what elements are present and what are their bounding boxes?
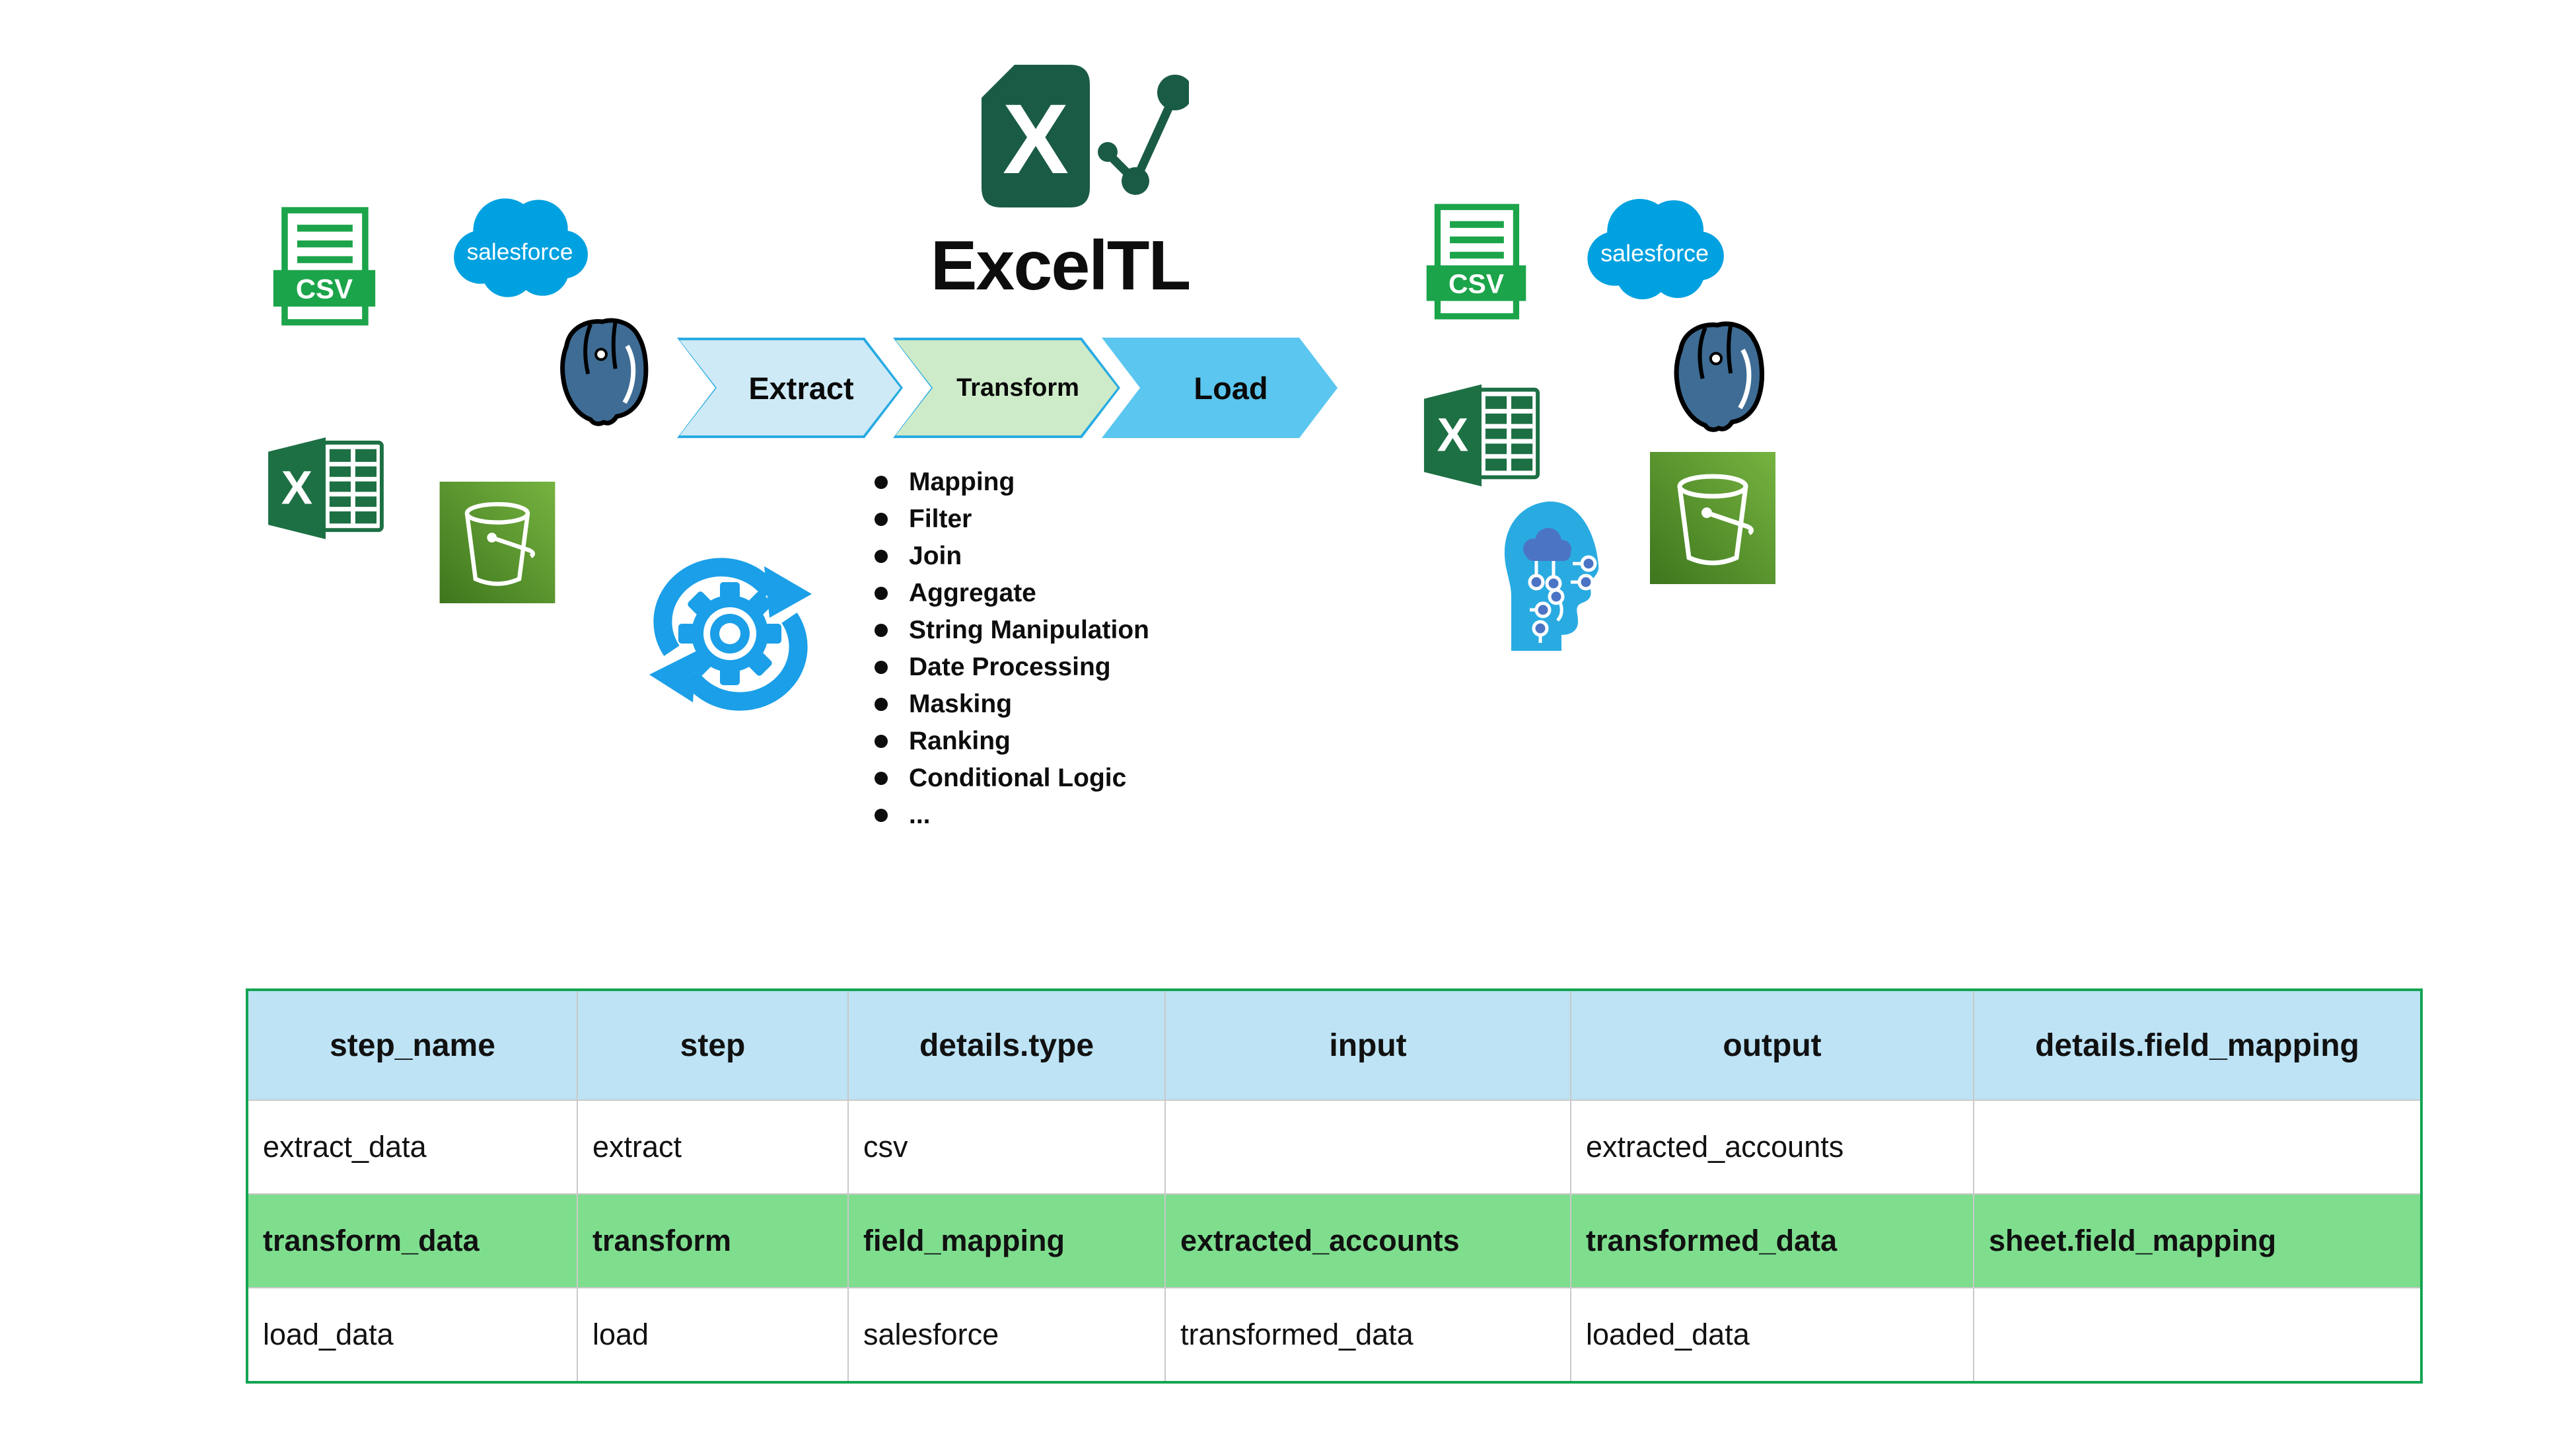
column-header-output: output <box>1570 989 1974 1101</box>
table-row-load: load_data load salesforce transformed_da… <box>246 1287 2422 1383</box>
table-cell: sheet.field_mapping <box>1973 1193 2422 1288</box>
postgresql-icon-left <box>560 318 649 426</box>
column-header-step-name: step_name <box>246 989 578 1101</box>
excel-x-letter: X <box>281 463 312 515</box>
salesforce-icon-right: salesforce <box>1587 199 1724 300</box>
list-item: Join <box>872 538 1374 575</box>
column-header-step: step <box>577 989 849 1101</box>
table-cell <box>1973 1099 2422 1195</box>
excel-icon-left: X <box>268 437 384 540</box>
table-cell: load <box>577 1287 849 1383</box>
flow-step-extract: Extract <box>677 338 903 438</box>
transform-capabilities-list: Mapping Filter Join Aggregate String Man… <box>872 464 1374 834</box>
csv-label: CSV <box>296 274 353 305</box>
column-header-details-type: details.type <box>847 989 1166 1101</box>
list-item: Ranking <box>872 723 1374 760</box>
postgresql-icon-right <box>1674 321 1765 432</box>
flow-step-transform: Transform <box>893 338 1120 438</box>
table-cell: transform <box>577 1193 849 1288</box>
flow-step-load: Load <box>1102 338 1338 438</box>
table-cell: loaded_data <box>1570 1287 1974 1383</box>
logo-chart-line <box>1098 75 1189 195</box>
table-cell: extract <box>577 1099 849 1195</box>
table-cell: csv <box>847 1099 1166 1195</box>
salesforce-label: salesforce <box>467 239 573 265</box>
csv-file-icon-right: CSV <box>1426 204 1526 320</box>
ai-cloud-glyph <box>1523 528 1571 561</box>
excel-x-letter: X <box>1437 410 1469 462</box>
list-item: Conditional Logic <box>872 760 1374 797</box>
table-cell: transformed_data <box>1164 1287 1571 1383</box>
csv-file-icon-left: CSV <box>273 207 376 326</box>
column-header-details-field-mapping: details.field_mapping <box>1973 989 2422 1101</box>
list-item: Masking <box>872 686 1374 723</box>
flow-step-label: Extract <box>748 370 854 406</box>
page-title: ExcelTL <box>930 227 1192 305</box>
table-cell: load_data <box>246 1287 578 1383</box>
logo-x-letter: X <box>1003 83 1069 194</box>
table-row-transform-highlighted: transform_data transform field_mapping e… <box>246 1193 2422 1288</box>
salesforce-icon-left: salesforce <box>454 198 588 297</box>
gear-glyph <box>678 582 781 685</box>
excel-icon-right: X <box>1423 384 1540 487</box>
table-header-row: step_name step details.type input output… <box>246 989 2422 1101</box>
table-cell: transform_data <box>246 1193 578 1288</box>
table-cell <box>1973 1287 2422 1383</box>
list-item: ... <box>872 797 1374 834</box>
salesforce-label: salesforce <box>1600 240 1709 267</box>
flow-step-label: Transform <box>956 373 1079 402</box>
table-cell: extracted_accounts <box>1164 1193 1571 1288</box>
chevron-fill <box>896 340 1118 435</box>
table-cell: salesforce <box>847 1287 1166 1383</box>
list-item: String Manipulation <box>872 612 1374 649</box>
table-cell <box>1164 1099 1571 1195</box>
etl-sync-gear-icon <box>649 558 812 711</box>
list-item: Aggregate <box>872 575 1374 612</box>
s3-bucket-icon-right <box>1650 452 1775 584</box>
column-header-input: input <box>1164 989 1571 1101</box>
table-cell: extracted_accounts <box>1570 1099 1974 1195</box>
list-item: Mapping <box>872 464 1374 501</box>
logo-file-shape <box>982 65 1090 207</box>
list-item: Filter <box>872 501 1374 538</box>
ai-head-icon <box>1504 501 1599 651</box>
s3-bucket-icon-left <box>439 482 555 603</box>
exceltl-logo-icon: X <box>982 65 1189 207</box>
list-item: Date Processing <box>872 649 1374 686</box>
table-cell: extract_data <box>246 1099 578 1195</box>
chevron-fill <box>1102 338 1338 438</box>
flow-step-label: Load <box>1194 370 1268 406</box>
table-row-extract: extract_data extract csv extracted_accou… <box>246 1099 2422 1195</box>
table-cell: transformed_data <box>1570 1193 1974 1288</box>
etl-steps-table: step_name step details.type input output… <box>246 988 2423 1384</box>
csv-label: CSV <box>1449 268 1504 299</box>
table-cell: field_mapping <box>847 1193 1166 1288</box>
